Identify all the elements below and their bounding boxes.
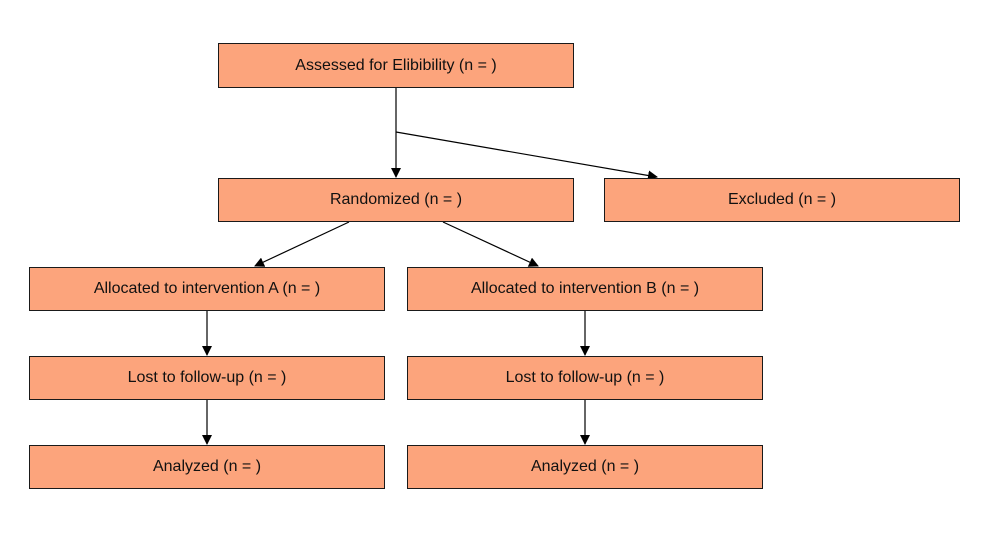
node-assessed-for-eligibility: Assessed for Elibibility (n = ) — [218, 43, 574, 88]
node-randomized: Randomized (n = ) — [218, 178, 574, 222]
node-alloc-b-label: Allocated to intervention B (n = ) — [470, 280, 700, 297]
node-analyzed-a-label: Analyzed (n = ) — [152, 458, 262, 475]
node-allocated-intervention-b: Allocated to intervention B (n = ) — [407, 267, 763, 311]
node-randomized-label: Randomized (n = ) — [329, 191, 463, 208]
node-analyzed-b-label: Analyzed (n = ) — [530, 458, 640, 475]
edge-assessed-to-excluded — [395, 131, 658, 181]
node-lost-b-label: Lost to follow-up (n = ) — [505, 369, 665, 386]
node-assessed-label: Assessed for Elibibility (n = ) — [295, 56, 497, 74]
node-analyzed-b: Analyzed (n = ) — [407, 445, 763, 489]
edge-randomized-to-alloc-a — [254, 221, 350, 267]
node-excluded-label: Excluded (n = ) — [727, 191, 837, 208]
node-alloc-a-label: Allocated to intervention A (n = ) — [93, 280, 321, 297]
node-analyzed-a: Analyzed (n = ) — [29, 445, 385, 489]
node-lost-to-follow-up-a: Lost to follow-up (n = ) — [29, 356, 385, 400]
node-excluded: Excluded (n = ) — [604, 178, 960, 222]
node-lost-a-label: Lost to follow-up (n = ) — [127, 369, 287, 386]
node-lost-to-follow-up-b: Lost to follow-up (n = ) — [407, 356, 763, 400]
node-allocated-intervention-a: Allocated to intervention A (n = ) — [29, 267, 385, 311]
edge-randomized-to-alloc-b — [442, 221, 539, 267]
